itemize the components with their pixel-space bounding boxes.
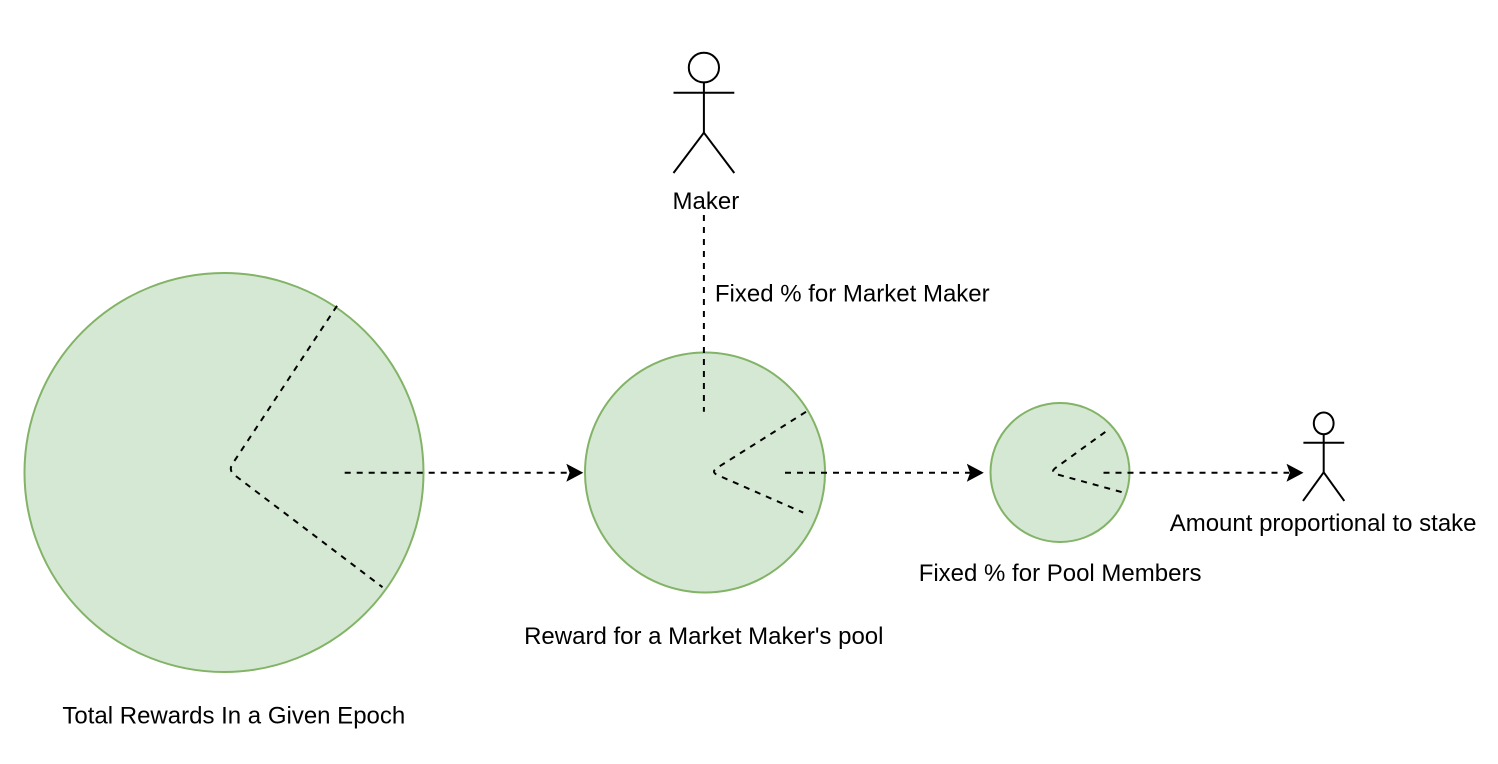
svg-text:Maker: Maker [673, 188, 740, 215]
svg-text:Amount proportional to stake: Amount proportional to stake [1170, 510, 1477, 537]
svg-text:Fixed % for Market Maker: Fixed % for Market Maker [715, 281, 990, 308]
svg-text:Reward for a Market Maker's po: Reward for a Market Maker's pool [524, 623, 883, 650]
svg-text:Fixed % for Pool Members: Fixed % for Pool Members [919, 560, 1202, 587]
svg-text:Total Rewards In a Given Epoch: Total Rewards In a Given Epoch [62, 702, 405, 729]
